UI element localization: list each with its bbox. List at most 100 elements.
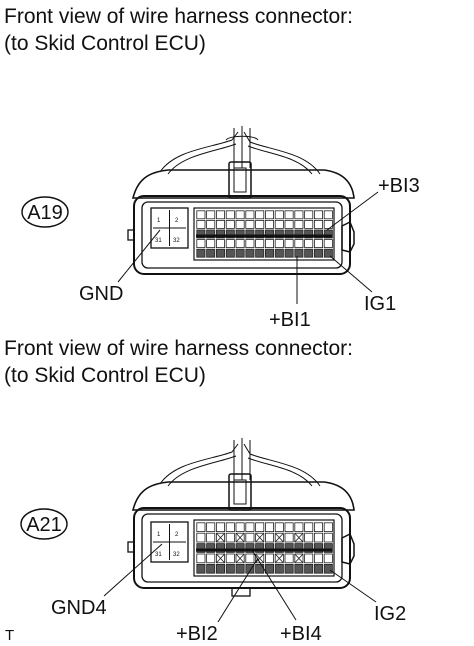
pin-cavity: [294, 229, 304, 239]
pin-cavity: [235, 219, 245, 229]
pin-cavity: [264, 522, 274, 532]
pin-cavity: [206, 522, 216, 532]
leader-gnd-a19: [117, 229, 161, 283]
pin-number-a19-2: 2: [175, 218, 179, 224]
pin-cavity: [225, 553, 235, 564]
pin-cavity: [284, 210, 294, 220]
pin-cavity: [225, 532, 235, 543]
pin-cavity: [284, 532, 294, 543]
pin-cavity: [294, 239, 304, 249]
pin-cavity: [255, 229, 265, 239]
pin-block-a21: [150, 521, 189, 563]
pin-cavity-blank-mark: [216, 553, 225, 563]
pin-cavity: [264, 564, 274, 574]
pin-number-a21-31: 31: [155, 552, 162, 558]
pin-cavity: [225, 248, 235, 258]
pin-cavity: [264, 543, 274, 553]
pin-cavity: [274, 543, 284, 553]
pin-cavity: [304, 219, 314, 229]
pin-cavity: [294, 219, 304, 229]
pin-cavity-blank-mark: [235, 533, 245, 543]
pin-cavity: [323, 239, 333, 249]
connector-id-a21: A21: [26, 514, 62, 536]
pin-cavity: [255, 522, 265, 532]
pin-cavity: [294, 564, 304, 574]
pin-cavity: [304, 522, 314, 532]
pin-cavity: [215, 543, 225, 553]
pin-cavity: [196, 239, 206, 249]
pin-cavity: [323, 543, 333, 553]
pin-cavity: [313, 239, 323, 249]
pin-cavity: [245, 239, 255, 249]
connector-id-a19: A19: [27, 202, 63, 224]
pin-cavity: [313, 219, 323, 229]
connector-id-oval-a19: [21, 196, 69, 228]
pin-cavity-blank-mark: [255, 533, 264, 543]
pin-cavity: [313, 532, 323, 543]
pin-cavity: [323, 564, 333, 574]
pin-cavity: [215, 564, 225, 574]
pin-cavity: [206, 229, 216, 239]
pin-cavity: [255, 543, 265, 553]
pin-cavity: [215, 229, 225, 239]
pin-cavity: [225, 239, 235, 249]
pin-field-a19: [193, 207, 335, 261]
pin-cavity: [274, 522, 284, 532]
pin-number-a21-32: 32: [173, 552, 180, 558]
pin-cavity: [304, 239, 314, 249]
pin-cavity: [264, 229, 274, 239]
pin-cavity: [206, 543, 216, 553]
pin-cavity: [274, 239, 284, 249]
pin-cavity: [313, 553, 323, 564]
pin-cavity: [245, 522, 255, 532]
pin-cavity: [274, 219, 284, 229]
pin-cavity: [235, 564, 245, 574]
pin-grid-a19: [196, 210, 333, 258]
pin-cavity: [235, 522, 245, 532]
pin-cavity-blank-mark: [255, 553, 264, 563]
pin-cavity: [304, 564, 314, 574]
pin-block-a19: [150, 207, 189, 249]
diagram-2-caption-line2: (to Skid Control ECU): [4, 364, 206, 387]
latch-inner-a21: [233, 479, 247, 505]
pin-cavity: [284, 564, 294, 574]
leader-ig2-a21: [329, 569, 377, 603]
pin-cavity: [245, 219, 255, 229]
pin-grid-a21: [196, 522, 333, 574]
pin-cavity: [313, 564, 323, 574]
pin-cavity: [206, 532, 216, 543]
pin-cavity: [196, 543, 206, 553]
leader-bi3-a19: [326, 191, 379, 231]
pin-cavity: [235, 248, 245, 258]
pin-cavity: [323, 210, 333, 220]
pin-cavity: [245, 210, 255, 220]
connector-id-oval-a21: [20, 508, 68, 540]
pin-cavity: [304, 229, 314, 239]
pin-cavity: [215, 248, 225, 258]
pin-cavity: [274, 229, 284, 239]
label-bi1-a19: +BI1: [269, 309, 311, 331]
pin-cavity: [225, 543, 235, 553]
pin-cavity: [313, 248, 323, 258]
diagram-1-caption-line2: (to Skid Control ECU): [4, 32, 206, 55]
pin-cavity: [196, 553, 206, 564]
label-ig2-a21: IG2: [374, 603, 406, 625]
pin-cavity: [215, 522, 225, 532]
pin-cavity: [255, 564, 265, 574]
pin-cavity: [264, 219, 274, 229]
pin-cavity: [323, 532, 333, 543]
connector-a21: 1 2 31 32 A21 GND4 IG2 +BI2 +BI4: [20, 438, 406, 645]
pin-cavity: [284, 239, 294, 249]
pin-cavity: [274, 248, 284, 258]
latch-a19: [228, 161, 252, 199]
pin-cavity: [196, 522, 206, 532]
pin-cavity: [235, 229, 245, 239]
pin-cavity: [294, 210, 304, 220]
pin-cavity: [284, 248, 294, 258]
pin-cavity: [255, 248, 265, 258]
pin-cavity: [196, 210, 206, 220]
pin-cavity: [313, 522, 323, 532]
diagram-2-caption: Front view of wire harness connector: (t…: [4, 335, 353, 389]
pin-number-a21-1: 1: [157, 532, 161, 538]
